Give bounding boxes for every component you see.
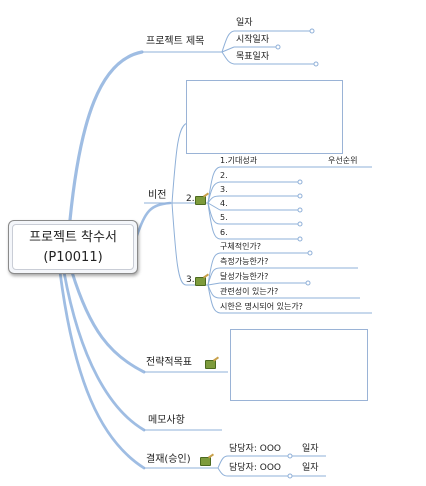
node-manager-2[interactable]: 담당자: OOO xyxy=(229,463,281,473)
note-icon[interactable] xyxy=(195,196,206,205)
node-approval[interactable]: 결재(승인) xyxy=(146,454,191,465)
node-vision-2[interactable]: 2. xyxy=(186,194,195,204)
note-icon[interactable] xyxy=(200,457,211,466)
note-box-strategy xyxy=(230,329,368,401)
node-vision-3[interactable]: 3. xyxy=(186,275,195,285)
root-code: (P10011) xyxy=(43,250,103,265)
root-node-inner: 프로젝트 착수서 (P10011) xyxy=(12,224,134,270)
node-start-date[interactable]: 시작일자 xyxy=(236,35,270,45)
node-specific[interactable]: 구체적인가? xyxy=(220,242,262,251)
note-icon[interactable] xyxy=(205,360,216,369)
root-title: 프로젝트 착수서 xyxy=(29,230,117,245)
node-memo[interactable]: 메모사항 xyxy=(148,415,185,426)
node-time-bound[interactable]: 시한은 명시되어 있는가? xyxy=(220,302,303,311)
node-date-2[interactable]: 일자 xyxy=(302,463,319,473)
node-achievable[interactable]: 달성가능한가? xyxy=(220,272,269,281)
node-measurable[interactable]: 측정가능한가? xyxy=(220,257,269,266)
node-vision[interactable]: 비전 xyxy=(148,190,167,201)
node-relevant[interactable]: 관련성이 있는가? xyxy=(220,287,279,296)
note-box-vision-1 xyxy=(186,80,343,154)
node-vision-2-2[interactable]: 2. xyxy=(220,171,228,180)
node-strategic-goals[interactable]: 전략적목표 xyxy=(146,357,192,368)
node-vision-2-5[interactable]: 5. xyxy=(220,213,228,222)
node-vision-2-6[interactable]: 6. xyxy=(220,228,228,237)
node-project-title[interactable]: 프로젝트 제목 xyxy=(146,36,205,47)
node-date-1[interactable]: 일자 xyxy=(302,444,319,454)
node-expected-results[interactable]: 1.기대성과 xyxy=(220,156,258,165)
node-target-date[interactable]: 목표일자 xyxy=(236,52,270,62)
node-date[interactable]: 일자 xyxy=(236,18,253,28)
node-priority[interactable]: 우선순위 xyxy=(328,156,358,165)
note-icon[interactable] xyxy=(195,277,206,286)
node-manager-1[interactable]: 담당자: OOO xyxy=(229,444,281,454)
node-vision-2-4[interactable]: 4. xyxy=(220,199,228,208)
node-vision-2-3[interactable]: 3. xyxy=(220,185,228,194)
root-node[interactable]: 프로젝트 착수서 (P10011) xyxy=(8,220,138,274)
